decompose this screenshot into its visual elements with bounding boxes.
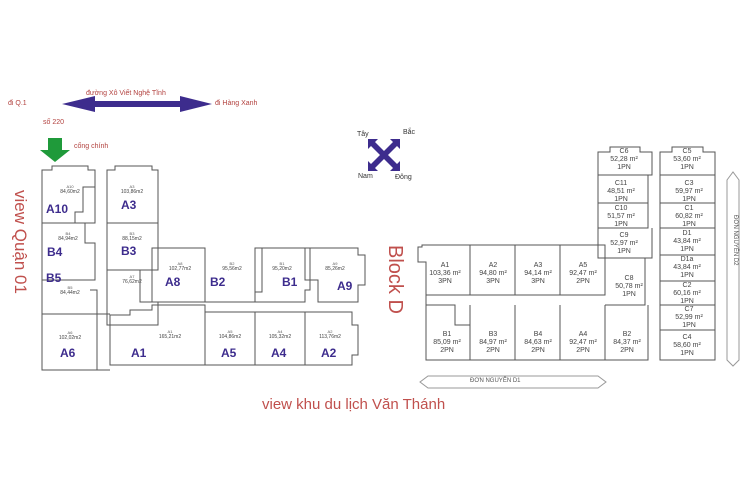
view-quan01-label: view Quận 01: [11, 190, 30, 294]
unit-code-A9: A9: [337, 279, 353, 293]
direction-left-label: đi Q.1: [8, 100, 27, 107]
unit-A4[interactable]: A4 105,32m2: [268, 329, 292, 340]
d-unit-C1[interactable]: C1 60,82 m² 1PN: [675, 205, 703, 228]
compass-west: Tây: [357, 131, 369, 138]
d-unit-D1[interactable]: D1 43,84 m² 1PN: [673, 230, 701, 253]
unit-B2[interactable]: B2 95,56m2: [222, 261, 242, 272]
unit-A3[interactable]: A3 103,86m2: [120, 184, 144, 195]
unit-B1[interactable]: B1 95,20m2: [272, 261, 292, 272]
d-unit-C3[interactable]: C3 59,97 m² 1PN: [675, 180, 703, 203]
street-right-label: ĐƠN NGUYÊN D2: [732, 215, 738, 266]
unit-A5[interactable]: A5 104,86m2: [218, 329, 242, 340]
d-unit-C6[interactable]: C6 52,28 m² 1PN: [610, 148, 638, 171]
unit-A10[interactable]: A10 84,60m2: [60, 184, 80, 195]
d-unit-C8[interactable]: C8 50,78 m² 1PN: [615, 275, 643, 298]
d-unit-C10[interactable]: C10 51,57 m² 1PN: [607, 205, 635, 228]
d-unit-C4[interactable]: C4 58,60 m² 1PN: [673, 334, 701, 357]
unit-B5[interactable]: B5 84,44m2: [60, 285, 80, 296]
street-bottom-label: ĐƠN NGUYÊN D1: [470, 378, 521, 384]
unit-code-A10: A10: [46, 202, 69, 216]
block-d-label: Block D: [384, 245, 406, 314]
compass-east: Đông: [395, 174, 412, 181]
unit-B4[interactable]: B4 84,94m2: [58, 231, 78, 242]
unit-code-A4: A4: [271, 346, 287, 360]
unit-code-A8: A8: [165, 275, 181, 289]
double-arrow-icon: [62, 96, 212, 112]
address-number-label: số 220: [43, 119, 65, 126]
unit-code-A2: A2: [321, 346, 337, 360]
d-unit-C7[interactable]: C7 52,99 m² 1PN: [675, 306, 703, 329]
d-unit-B3[interactable]: B3 84,97 m² 2PN: [479, 331, 507, 354]
d-unit-B1[interactable]: B1 85,09 m² 2PN: [433, 331, 461, 354]
unit-code-B4: B4: [47, 245, 63, 259]
unit-code-B3: B3: [121, 244, 137, 258]
d-unit-C9[interactable]: C9 52,97 m² 1PN: [610, 232, 638, 255]
d-unit-D1a[interactable]: D1a 43,84 m² 1PN: [673, 256, 701, 279]
direction-right-label: đi Hàng Xanh: [215, 100, 258, 107]
unit-code-A5: A5: [221, 346, 237, 360]
unit-A9[interactable]: A9 85,26m2: [325, 261, 345, 272]
view-van-thanh-label: view khu du lịch Văn Thánh: [262, 396, 446, 413]
d-unit-A2[interactable]: A2 94,80 m² 3PN: [479, 262, 507, 285]
unit-code-B5: B5: [46, 271, 62, 285]
unit-code-A6: A6: [60, 346, 76, 360]
unit-B3[interactable]: B3 88,15m2: [122, 231, 142, 242]
unit-A6[interactable]: A6 102,02m2: [58, 330, 82, 341]
d-unit-A3[interactable]: A3 94,14 m² 3PN: [524, 262, 552, 285]
unit-code-A1: A1: [131, 346, 147, 360]
unit-code-B2: B2: [210, 275, 226, 289]
d-unit-C2[interactable]: C2 60,16 m² 1PN: [673, 282, 701, 305]
main-gate-label: cổng chính: [74, 143, 109, 150]
d-unit-B4[interactable]: B4 84,63 m² 2PN: [524, 331, 552, 354]
unit-A2[interactable]: A2 113,76m2: [319, 329, 341, 340]
unit-A8[interactable]: A8 102,77m2: [168, 261, 192, 272]
d-unit-B2[interactable]: B2 84,37 m² 2PN: [613, 331, 641, 354]
d-unit-A4[interactable]: A4 92,47 m² 2PN: [569, 331, 597, 354]
arrow-down-icon: [40, 138, 70, 162]
d-unit-A5[interactable]: A5 92,47 m² 2PN: [569, 262, 597, 285]
compass-north: Bắc: [403, 129, 416, 136]
unit-code-B1: B1: [282, 275, 298, 289]
compass-icon: [368, 139, 400, 171]
d-unit-C11[interactable]: C11 48,51 m² 1PN: [607, 180, 635, 203]
compass-south: Nam: [358, 173, 373, 180]
d-unit-A1[interactable]: A1 103,36 m² 3PN: [429, 262, 461, 285]
street-name-label: đường Xô Viết Nghệ Tĩnh: [86, 90, 166, 97]
unit-A7[interactable]: A7 76,62m2: [122, 274, 142, 285]
unit-code-A3: A3: [121, 198, 137, 212]
d-unit-C5[interactable]: C5 53,60 m² 1PN: [673, 148, 701, 171]
unit-A1[interactable]: A1 165,21m2: [158, 329, 182, 340]
